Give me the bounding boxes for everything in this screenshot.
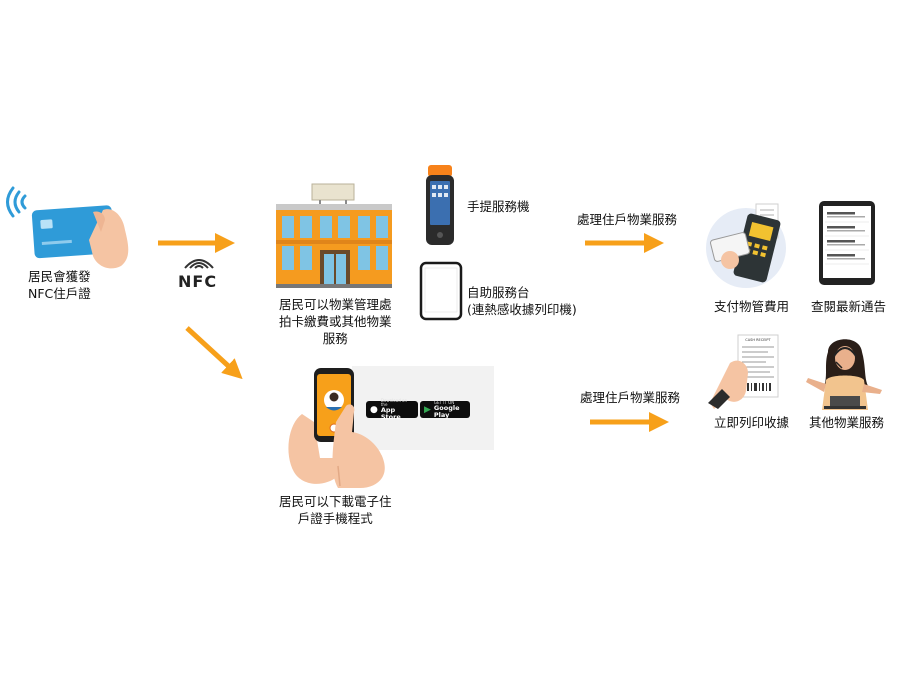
resident-card-label: 居民會獲發 NFC住戶證 <box>28 269 91 301</box>
handheld-pos-terminal-icon <box>426 165 454 245</box>
tablet-kiosk-icon <box>419 261 463 321</box>
customer-service-agent-icon <box>806 339 882 410</box>
print-receipt-label: 立即列印收據 <box>714 415 790 430</box>
self-service-kiosk-label: 自助服務台 (連熱感收據列印機) <box>467 285 577 317</box>
receipt-header-text: CASH RECEIPT <box>745 338 771 342</box>
google-play-small-text: GET IT ON <box>433 399 455 405</box>
management-office-label: 居民可以物業管理處 拍卡繳費或其他物業 服務 <box>279 297 392 346</box>
process-services-top-label: 處理住戶物業服務 <box>577 212 678 227</box>
google-play-icon: ▶ <box>424 404 431 415</box>
hand-holding-phone-icon <box>288 368 385 488</box>
hand-holding-nfc-card-icon <box>6 186 129 269</box>
google-play-badge[interactable]: ▶ GET IT ON Google Play <box>420 399 470 419</box>
card-payment-terminal-icon <box>706 203 786 288</box>
google-play-big-text: Google Play <box>433 403 460 419</box>
tablet-notice-list-icon <box>819 201 875 285</box>
app-store-badge[interactable]: ● Download on the App Store <box>366 397 418 421</box>
nfc-text: NFC <box>178 272 218 291</box>
process-services-bottom-label: 處理住戶物業服務 <box>580 390 681 405</box>
office-building-icon <box>276 183 392 288</box>
apple-icon: ● <box>370 404 378 415</box>
pay-fees-label: 支付物管費用 <box>714 299 790 314</box>
handheld-service-label: 手提服務機 <box>467 199 530 214</box>
app-store-small-text: Download on the <box>380 397 407 407</box>
arrow-card-to-app <box>185 326 243 380</box>
app-store-big-text: App Store <box>380 405 401 421</box>
other-services-label: 其他物業服務 <box>809 415 885 430</box>
nfc-wave-icon <box>184 259 214 269</box>
hand-holding-receipt-icon: CASH RECEIPT <box>708 334 779 409</box>
download-app-label: 居民可以下載電子住 戶證手機程式 <box>279 494 392 526</box>
latest-notices-label: 查閱最新通告 <box>811 299 887 314</box>
